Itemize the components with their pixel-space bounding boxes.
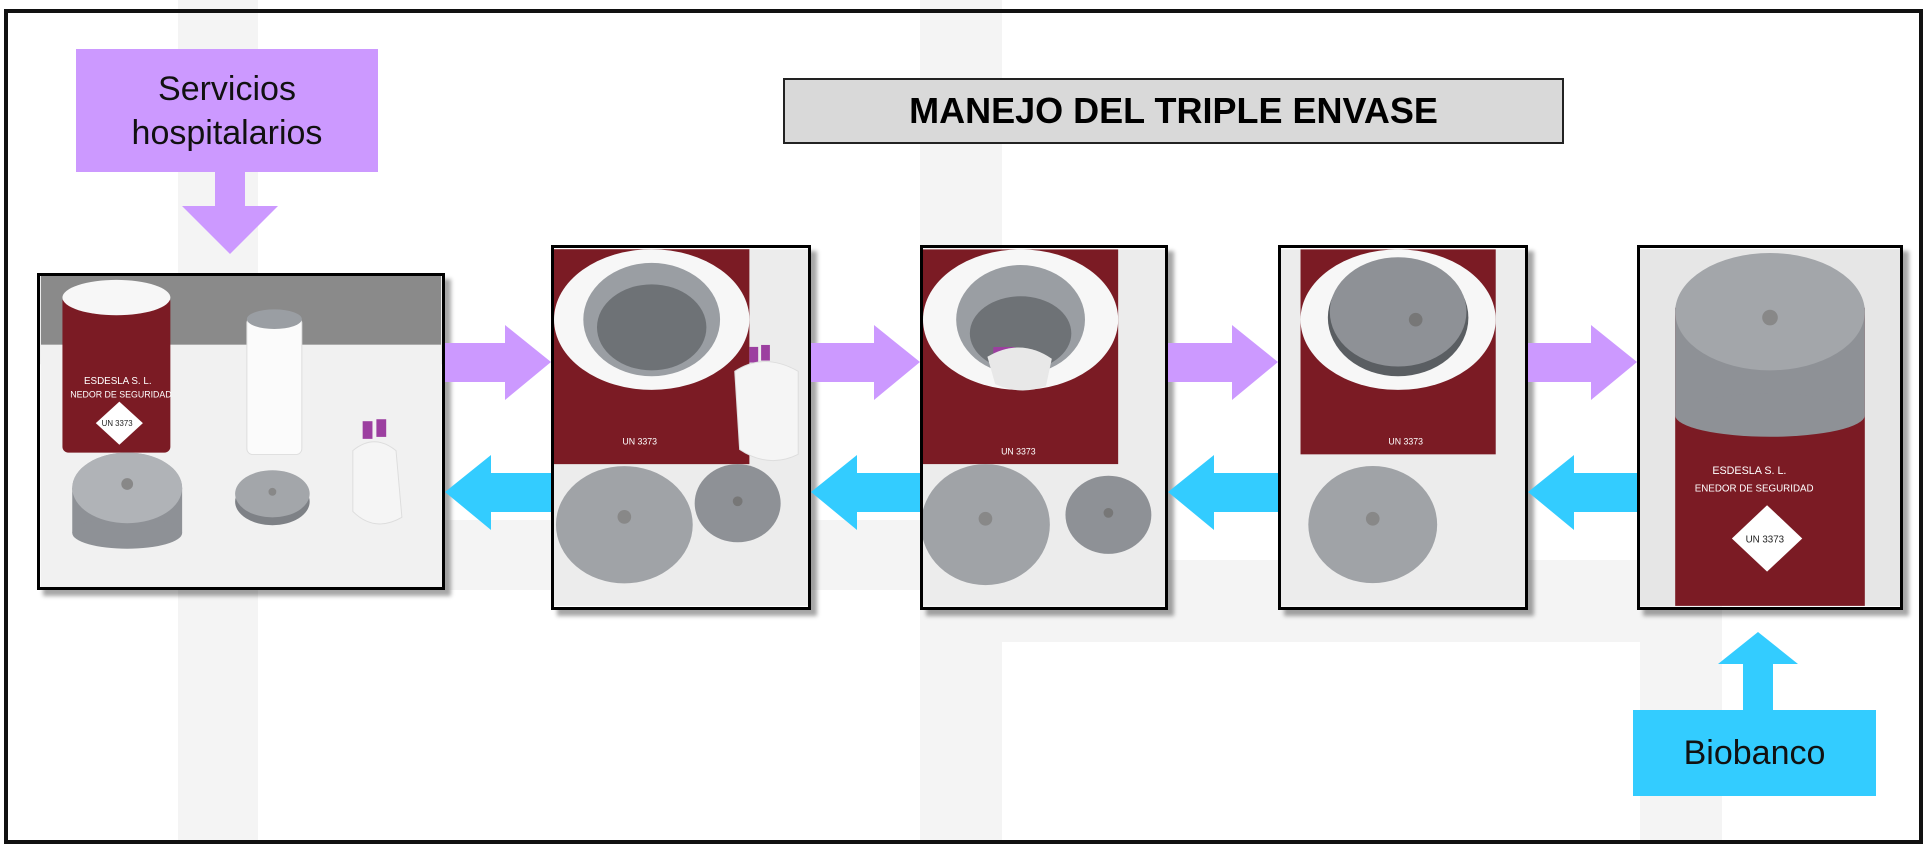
package-label-text: UN 3373	[1388, 437, 1423, 447]
package-label-text: UN 3373	[102, 419, 134, 428]
forward-arrow-icon	[445, 325, 551, 400]
dest-label: Biobanco	[1633, 710, 1876, 796]
forward-arrow-icon	[811, 325, 920, 400]
dest-label-text: Biobanco	[1683, 733, 1826, 772]
source-label: Servicios hospitalarios	[76, 49, 378, 172]
package-label-text: UN 3373	[1746, 534, 1785, 545]
step-5-photo: ESDESLA S. L. ENEDOR DE SEGURIDAD UN 337…	[1637, 245, 1903, 610]
step-1-photo: ESDESLA S. L. NEDOR DE SEGURIDAD UN 3373	[37, 273, 445, 590]
package-label-text: ESDESLA S. L.	[84, 376, 152, 387]
backward-arrow-icon	[445, 455, 551, 530]
step-3-photo: UN 3373	[920, 245, 1168, 610]
down-arrow-icon	[182, 172, 278, 254]
step-2-photo: UN 3373	[551, 245, 811, 610]
package-label-text: ENEDOR DE SEGURIDAD	[1695, 484, 1814, 495]
package-label-text: NEDOR DE SEGURIDAD	[70, 390, 171, 400]
backward-arrow-icon	[1528, 455, 1637, 530]
package-label-text: UN 3373	[1001, 446, 1036, 456]
diagram-frame	[4, 9, 1923, 844]
package-label-text: ESDESLA S. L.	[1712, 465, 1786, 477]
up-arrow-icon	[1718, 632, 1798, 712]
backward-arrow-icon	[1168, 455, 1278, 530]
backward-arrow-icon	[811, 455, 920, 530]
forward-arrow-icon	[1528, 325, 1637, 400]
source-label-text: Servicios hospitalarios	[131, 69, 323, 152]
package-label-text: UN 3373	[622, 437, 657, 447]
forward-arrow-icon	[1168, 325, 1278, 400]
diagram-title: MANEJO DEL TRIPLE ENVASE	[783, 78, 1564, 144]
step-4-photo: UN 3373	[1278, 245, 1528, 610]
